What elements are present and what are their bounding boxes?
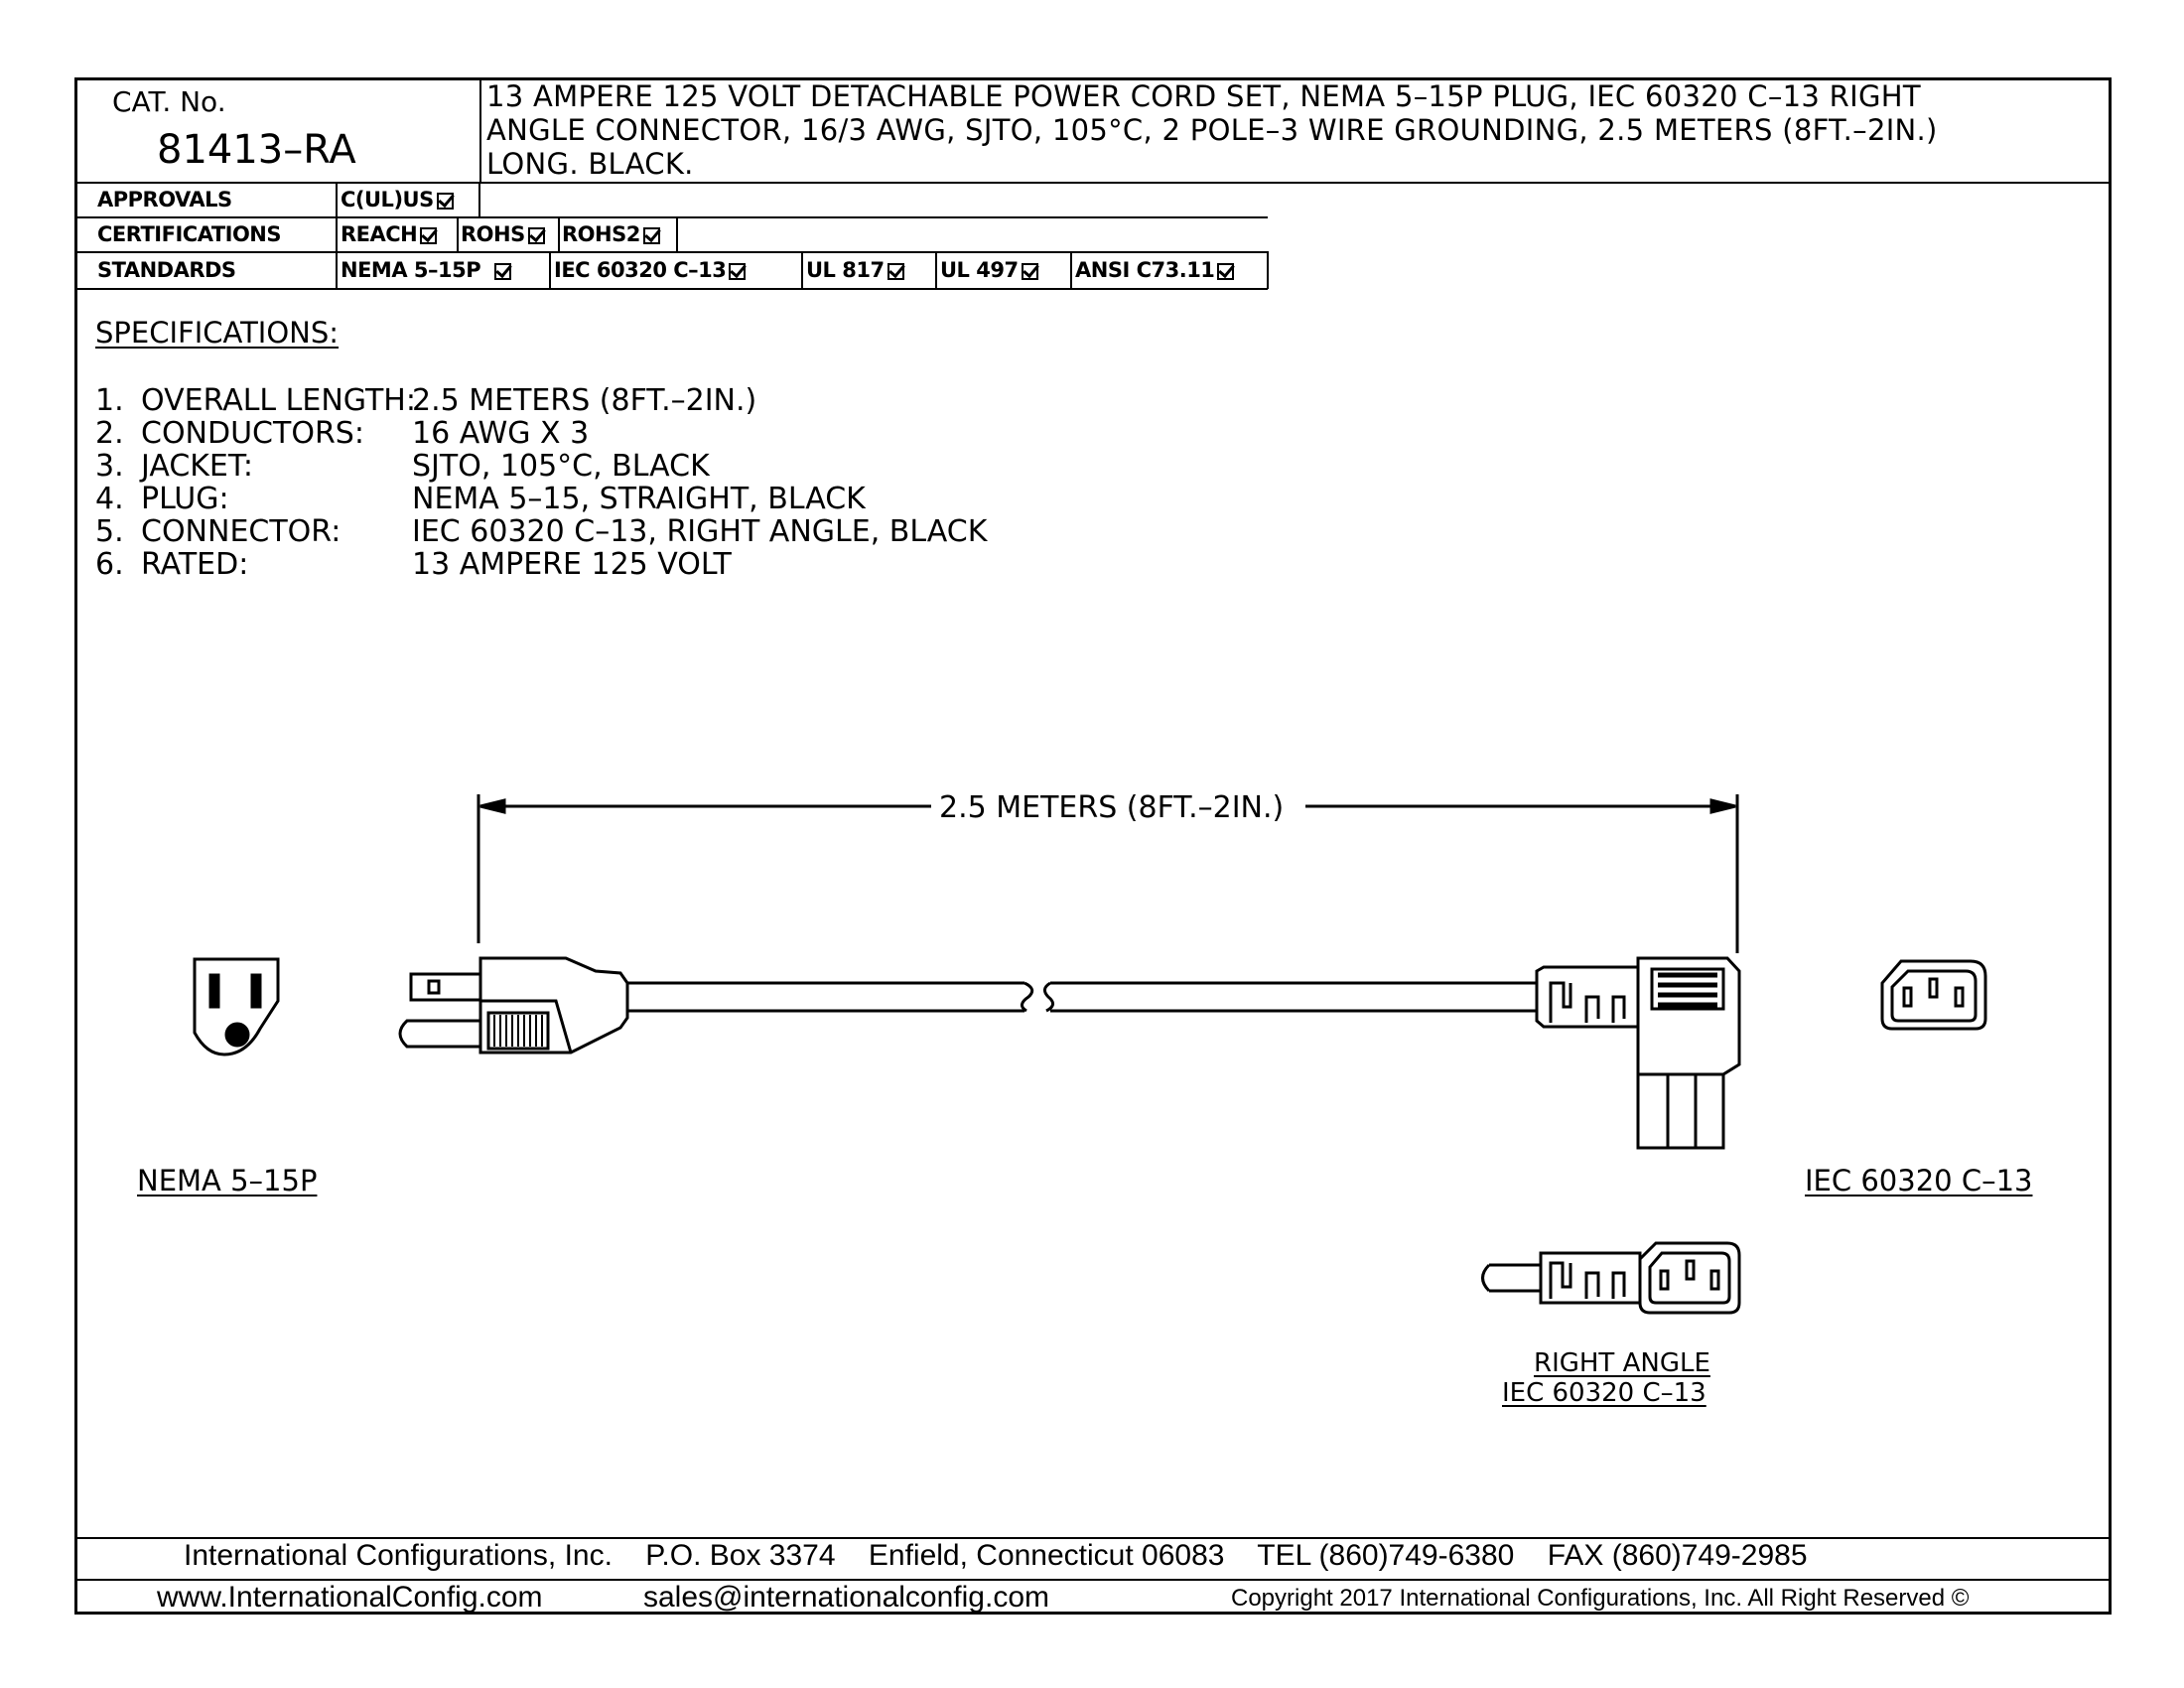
description-line-3: LONG. BLACK. <box>486 147 694 181</box>
std-divider-1 <box>549 251 551 289</box>
spec-2-num: 2. <box>95 416 124 451</box>
cat-label: CAT. No. <box>112 85 226 118</box>
checked-box-icon <box>642 226 660 244</box>
footer-fax: FAX (860)749-2985 <box>1547 1539 1808 1572</box>
iec-face-label: IEC 60320 C–13 <box>1805 1164 2033 1197</box>
spec-1-value: 2.5 METERS (8FT.–2IN.) <box>412 383 757 418</box>
footer-address-line: International Configurations, Inc. P.O. … <box>184 1539 1808 1573</box>
cord-icon <box>627 981 1537 1013</box>
dimension-label: 2.5 METERS (8FT.–2IN.) <box>935 790 1289 825</box>
spec-5-num: 5. <box>95 514 124 549</box>
nema-face-icon <box>193 957 280 1056</box>
standards-label: STANDARDS <box>97 258 236 282</box>
right-angle-label-1: RIGHT ANGLE <box>1534 1348 1710 1378</box>
std-divider-2 <box>801 251 803 289</box>
part-description: 13 AMPERE 125 VOLT DETACHABLE POWER CORD… <box>486 79 2095 181</box>
checked-box-icon <box>494 262 512 280</box>
cert-divider-2 <box>558 216 560 252</box>
spec-5-label: CONNECTOR: <box>141 514 341 549</box>
spec-2-label: CONDUCTORS: <box>141 416 364 451</box>
certifications-label: CERTIFICATIONS <box>97 222 282 246</box>
spec-1-num: 1. <box>95 383 124 418</box>
std-nema: NEMA 5–15P <box>341 258 512 282</box>
description-line-2: ANGLE CONNECTOR, 16/3 AWG, SJTO, 105°C, … <box>486 113 1938 147</box>
footer-city: Enfield, Connecticut 06083 <box>868 1539 1225 1572</box>
spec-4-value: NEMA 5–15, STRAIGHT, BLACK <box>412 482 866 516</box>
spec-1-label: OVERALL LENGTH: <box>141 383 416 418</box>
checked-box-icon <box>436 192 454 210</box>
dimension-line <box>477 794 1739 953</box>
std-divider-5 <box>1267 251 1269 289</box>
description-line-1: 13 AMPERE 125 VOLT DETACHABLE POWER CORD… <box>486 79 1921 113</box>
footer-tel: TEL (860)749-6380 <box>1257 1539 1515 1572</box>
nema-face-label: NEMA 5–15P <box>137 1164 318 1197</box>
checked-box-icon <box>887 262 904 280</box>
header-bottom-line <box>74 182 2112 184</box>
footer-email-link[interactable]: sales@internationalconfig.com <box>643 1581 1049 1614</box>
std-ansi: ANSI C73.11 <box>1075 258 1235 282</box>
table-line-1 <box>74 216 1268 218</box>
approvals-label: APPROVALS <box>97 188 232 211</box>
cert-rohs: ROHS <box>461 222 545 246</box>
spec-6-value: 13 AMPERE 125 VOLT <box>412 547 732 582</box>
cert-divider-1 <box>457 216 459 252</box>
checked-box-icon <box>729 262 747 280</box>
specifications-heading: SPECIFICATIONS: <box>95 316 340 350</box>
cat-number: 81413–RA <box>157 127 356 173</box>
spec-6-num: 6. <box>95 547 124 582</box>
spec-5-value: IEC 60320 C–13, RIGHT ANGLE, BLACK <box>412 514 988 549</box>
plug-body-icon <box>398 956 629 1055</box>
iec-c13-face-icon <box>1880 959 1987 1031</box>
footer-top-line <box>74 1537 2112 1539</box>
spec-4-num: 4. <box>95 482 124 516</box>
approval-culus: C(UL)US <box>341 188 454 211</box>
right-angle-connector-icon <box>1535 956 1741 1150</box>
spec-3-num: 3. <box>95 449 124 484</box>
std-ul497: UL 497 <box>940 258 1038 282</box>
std-iec: IEC 60320 C–13 <box>554 258 747 282</box>
right-angle-label-2: IEC 60320 C–13 <box>1502 1378 1706 1408</box>
spec-6-label: RATED: <box>141 547 249 582</box>
spec-4-label: PLUG: <box>141 482 229 516</box>
spec-2-value: 16 AWG X 3 <box>412 416 590 451</box>
std-divider-3 <box>935 251 937 289</box>
checked-box-icon <box>420 226 438 244</box>
right-angle-top-view-icon <box>1481 1241 1741 1315</box>
footer-website-link[interactable]: www.InternationalConfig.com <box>157 1581 543 1614</box>
std-divider-4 <box>1070 251 1072 289</box>
footer-company: International Configurations, Inc. <box>184 1539 613 1572</box>
table-label-divider <box>336 182 338 289</box>
spec-3-label: JACKET: <box>141 449 254 484</box>
footer-copyright: Copyright 2017 International Configurati… <box>1231 1585 1970 1612</box>
cert-divider-3 <box>676 216 678 252</box>
spec-3-value: SJTO, 105°C, BLACK <box>412 449 710 484</box>
footer-mid-line <box>74 1579 2112 1581</box>
std-ul817: UL 817 <box>806 258 904 282</box>
checked-box-icon <box>1021 262 1038 280</box>
checked-box-icon <box>527 226 545 244</box>
cert-rohs2: ROHS2 <box>562 222 660 246</box>
table-line-3 <box>74 288 1268 290</box>
footer-po-box: P.O. Box 3374 <box>645 1539 836 1572</box>
cert-reach: REACH <box>341 222 438 246</box>
checked-box-icon <box>1217 262 1235 280</box>
table-line-2 <box>74 251 1268 253</box>
drawing-sheet <box>74 77 2112 1615</box>
header-divider <box>479 77 481 184</box>
approvals-cell-border <box>478 182 480 217</box>
